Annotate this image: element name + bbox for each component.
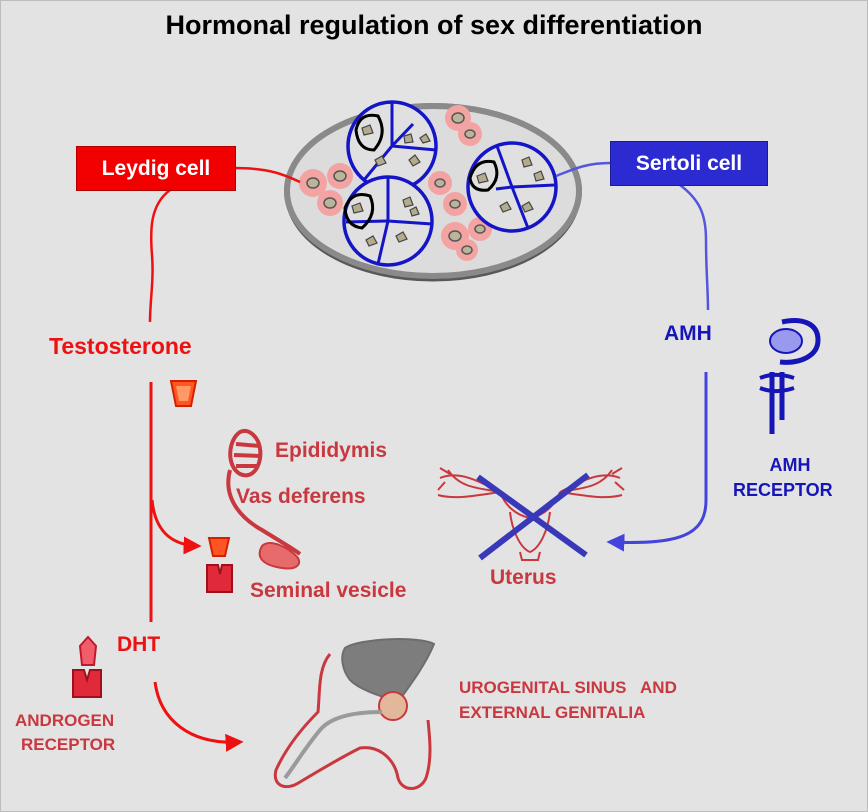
testosterone-label: Testosterone [49, 333, 192, 359]
leydig-nuclei [306, 112, 486, 255]
epididymis-vas-deferens-drawing [226, 428, 302, 556]
uterus-cross-mark [476, 472, 590, 561]
seminiferous-tubule-3 [466, 141, 558, 233]
arrow-amh-to-uterus [606, 372, 708, 552]
amh-label: AMH [664, 322, 712, 345]
uterus-label: Uterus [490, 566, 557, 589]
androgen-receptor-icon-small [206, 564, 233, 593]
sertoli-cell-label: Sertoli cell [610, 141, 768, 186]
seminiferous-tubule-2 [342, 175, 434, 267]
external-genitalia-label: EXTERNAL GENITALIA [459, 703, 646, 722]
androgen-receptor-label-line1: ANDROGEN [15, 711, 115, 730]
dht-ligand-icon [78, 635, 98, 666]
leydig-cell-label: Leydig cell [76, 146, 236, 191]
ligand-icon-small [207, 537, 231, 557]
vas-deferens-label: Vas deferens [236, 485, 366, 508]
epididymis-label: Epididymis [275, 439, 388, 462]
page-title: Hormonal regulation of sex differentiati… [165, 10, 703, 40]
androgen-receptor-label-line2: RECEPTOR [21, 735, 116, 754]
urogenital-sinus-label: UROGENITAL SINUS AND [459, 678, 677, 697]
urogenital-sinus-drawing [273, 638, 436, 790]
sertoli-connector-line [555, 161, 710, 311]
dht-label: DHT [117, 633, 161, 656]
arrow-to-external-genitalia [153, 681, 244, 752]
seminal-vesicle-shape [258, 542, 300, 570]
testosterone-ligand-inner [176, 386, 191, 401]
seminal-vesicle-label: Seminal vesicle [250, 579, 407, 602]
testis-cross-section [284, 100, 582, 282]
amh-receptor-label-line2: RECEPTOR [733, 480, 833, 500]
amh-receptor-label-line1: AMH [769, 455, 811, 475]
androgen-receptor-icon [72, 669, 102, 698]
amh-receptor-icon [759, 318, 821, 434]
arrow-to-seminal-vesicle [150, 499, 202, 555]
leydig-connector-line [148, 166, 301, 323]
